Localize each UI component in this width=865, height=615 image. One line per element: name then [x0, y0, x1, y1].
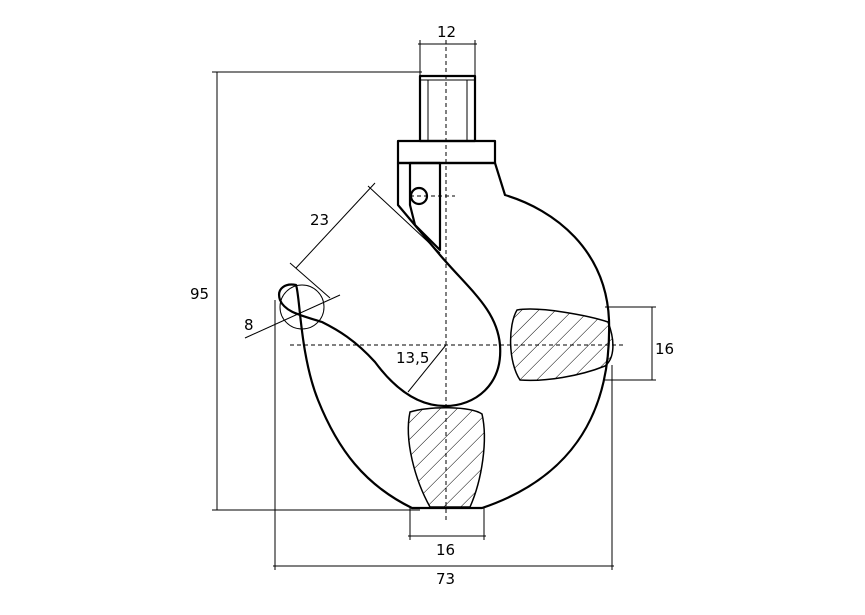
- tip-section: [279, 284, 325, 330]
- label-overall-width: 73: [436, 570, 455, 588]
- dim-throat-opening: 23: [289, 182, 441, 299]
- label-inner-radius: 13,5: [396, 349, 429, 367]
- label-shank-width: 12: [437, 23, 456, 41]
- threaded-shank: [418, 74, 477, 143]
- dim-inner-radius: 13,5: [396, 344, 447, 393]
- bottom-cross-section: [407, 406, 486, 508]
- center-lines: [290, 40, 625, 520]
- side-cross-section: [509, 308, 614, 382]
- dim-overall-height: 95: [190, 71, 422, 511]
- label-side-section: 16: [655, 340, 674, 358]
- label-bottom-section: 16: [436, 541, 455, 559]
- safety-latch: [408, 161, 442, 252]
- dim-shank-width: 12: [418, 23, 477, 76]
- dim-side-section: 16: [605, 306, 674, 381]
- label-tip-diameter: 8: [244, 316, 254, 334]
- hook-body-outline: [278, 161, 611, 510]
- label-overall-height: 95: [190, 285, 209, 303]
- dim-tip-diameter: 8: [244, 294, 341, 339]
- label-throat-opening: 23: [310, 211, 329, 229]
- dim-bottom-section: 16: [408, 508, 486, 559]
- dim-overall-width: 73: [273, 300, 614, 588]
